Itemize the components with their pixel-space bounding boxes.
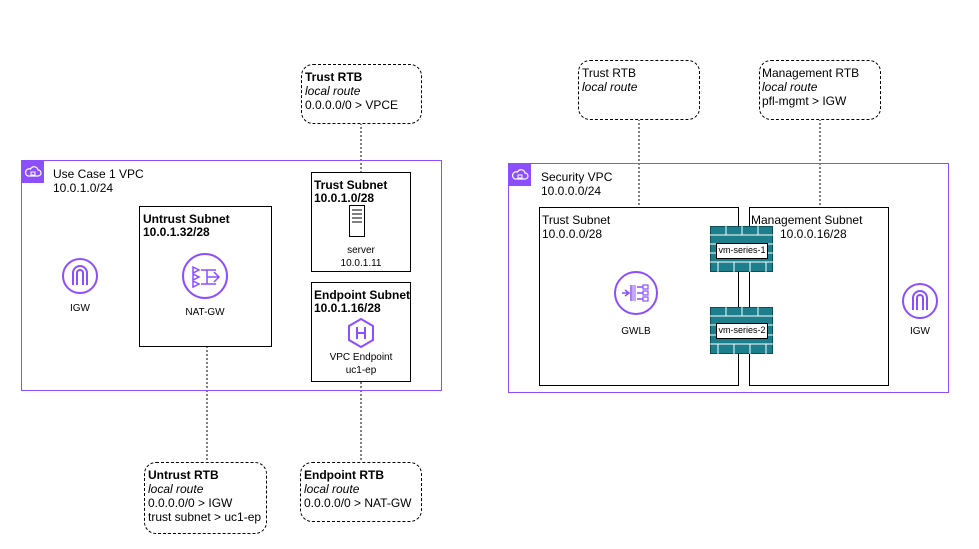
endpoint-subnet-cidr: 10.0.1.16/28 [314, 301, 381, 315]
mgmt-rtb-sub: local route [762, 80, 818, 94]
security-vpc [508, 163, 949, 393]
uc1-trust-rtb-route1: 0.0.0.0/0 > VPCE [305, 98, 399, 112]
endpoint-rtb-sub: local route [304, 482, 360, 496]
endpoint-rtb [300, 462, 422, 522]
untrust-rtb-route1: 0.0.0.0/0 > IGW [148, 496, 233, 510]
gateway-load-balancer-icon[interactable] [613, 270, 659, 316]
gwlb-label: GWLB [621, 326, 651, 337]
vm-series-2-label: vm-series-2 [716, 323, 768, 339]
sec-trust-rtb-sub: local route [582, 80, 638, 94]
sec-vpc-title: Security VPC [541, 170, 613, 184]
uc1-igw-label: IGW [70, 303, 90, 314]
untrust-subnet [139, 206, 272, 347]
uc1-trust-subnet-title: Trust Subnet [314, 178, 388, 192]
server-name: server [347, 245, 375, 256]
sec-trust-rtb [578, 60, 700, 120]
untrust-rtb-title: Untrust RTB [148, 468, 219, 482]
mgmt-subnet-title: Management Subnet [751, 213, 863, 227]
sec-trust-subnet [539, 207, 739, 386]
uc1-vpc-cidr: 10.0.1.0/24 [53, 181, 114, 195]
mgmt-rtb-title: Management RTB [762, 66, 860, 80]
uc1-vpc-title: Use Case 1 VPC [53, 167, 144, 181]
untrust-rtb [144, 462, 267, 534]
sec-trust-rtb-title: Trust RTB [582, 66, 637, 80]
untrust-subnet-cidr: 10.0.1.32/28 [143, 225, 210, 239]
server-icon[interactable] [349, 205, 365, 237]
internet-gateway-icon[interactable] [900, 281, 940, 321]
endpoint-id: uc1-ep [345, 365, 377, 376]
sec-vpc-cidr: 10.0.0.0/24 [541, 184, 602, 198]
uc1-trust-rtb [301, 64, 422, 124]
untrust-rtb-sub: local route [148, 482, 204, 496]
mgmt-rtb [759, 60, 881, 120]
untrust-subnet-title: Untrust Subnet [143, 212, 230, 226]
sec-trust-subnet-cidr: 10.0.0.0/28 [542, 227, 603, 241]
server-ip: 10.0.1.11 [340, 258, 382, 269]
use-case-1-vpc [21, 160, 442, 391]
vpc-endpoint-icon[interactable] [346, 318, 376, 348]
endpoint-subnet-title: Endpoint Subnet [314, 288, 410, 302]
endpoint-rtb-route1: 0.0.0.0/0 > NAT-GW [304, 496, 412, 510]
nat-gateway-icon[interactable] [180, 251, 230, 301]
untrust-rtb-route2: trust subnet > uc1-ep [148, 510, 262, 524]
sec-trust-subnet-title: Trust Subnet [542, 213, 611, 227]
uc1-trust-rtb-sub: local route [305, 84, 361, 98]
vpc-badge [22, 161, 44, 183]
uc1-trust-rtb-title: Trust RTB [305, 70, 363, 84]
endpoint-rtb-title: Endpoint RTB [304, 468, 384, 482]
endpoint-name: VPC Endpoint [329, 352, 393, 363]
cloud-lock-icon [24, 166, 42, 177]
mgmt-rtb-route1: pfl-mgmt > IGW [762, 94, 847, 108]
sec-igw-label: IGW [910, 326, 930, 337]
nat-gw-label: NAT-GW [185, 307, 225, 318]
vm-series-1-label: vm-series-1 [716, 243, 768, 259]
vpc-badge [509, 164, 531, 186]
uc1-trust-subnet-cidr: 10.0.1.0/28 [314, 191, 375, 205]
internet-gateway-icon[interactable] [60, 256, 100, 296]
mgmt-subnet-cidr: 10.0.0.16/28 [780, 227, 847, 241]
cloud-lock-icon [511, 169, 529, 180]
